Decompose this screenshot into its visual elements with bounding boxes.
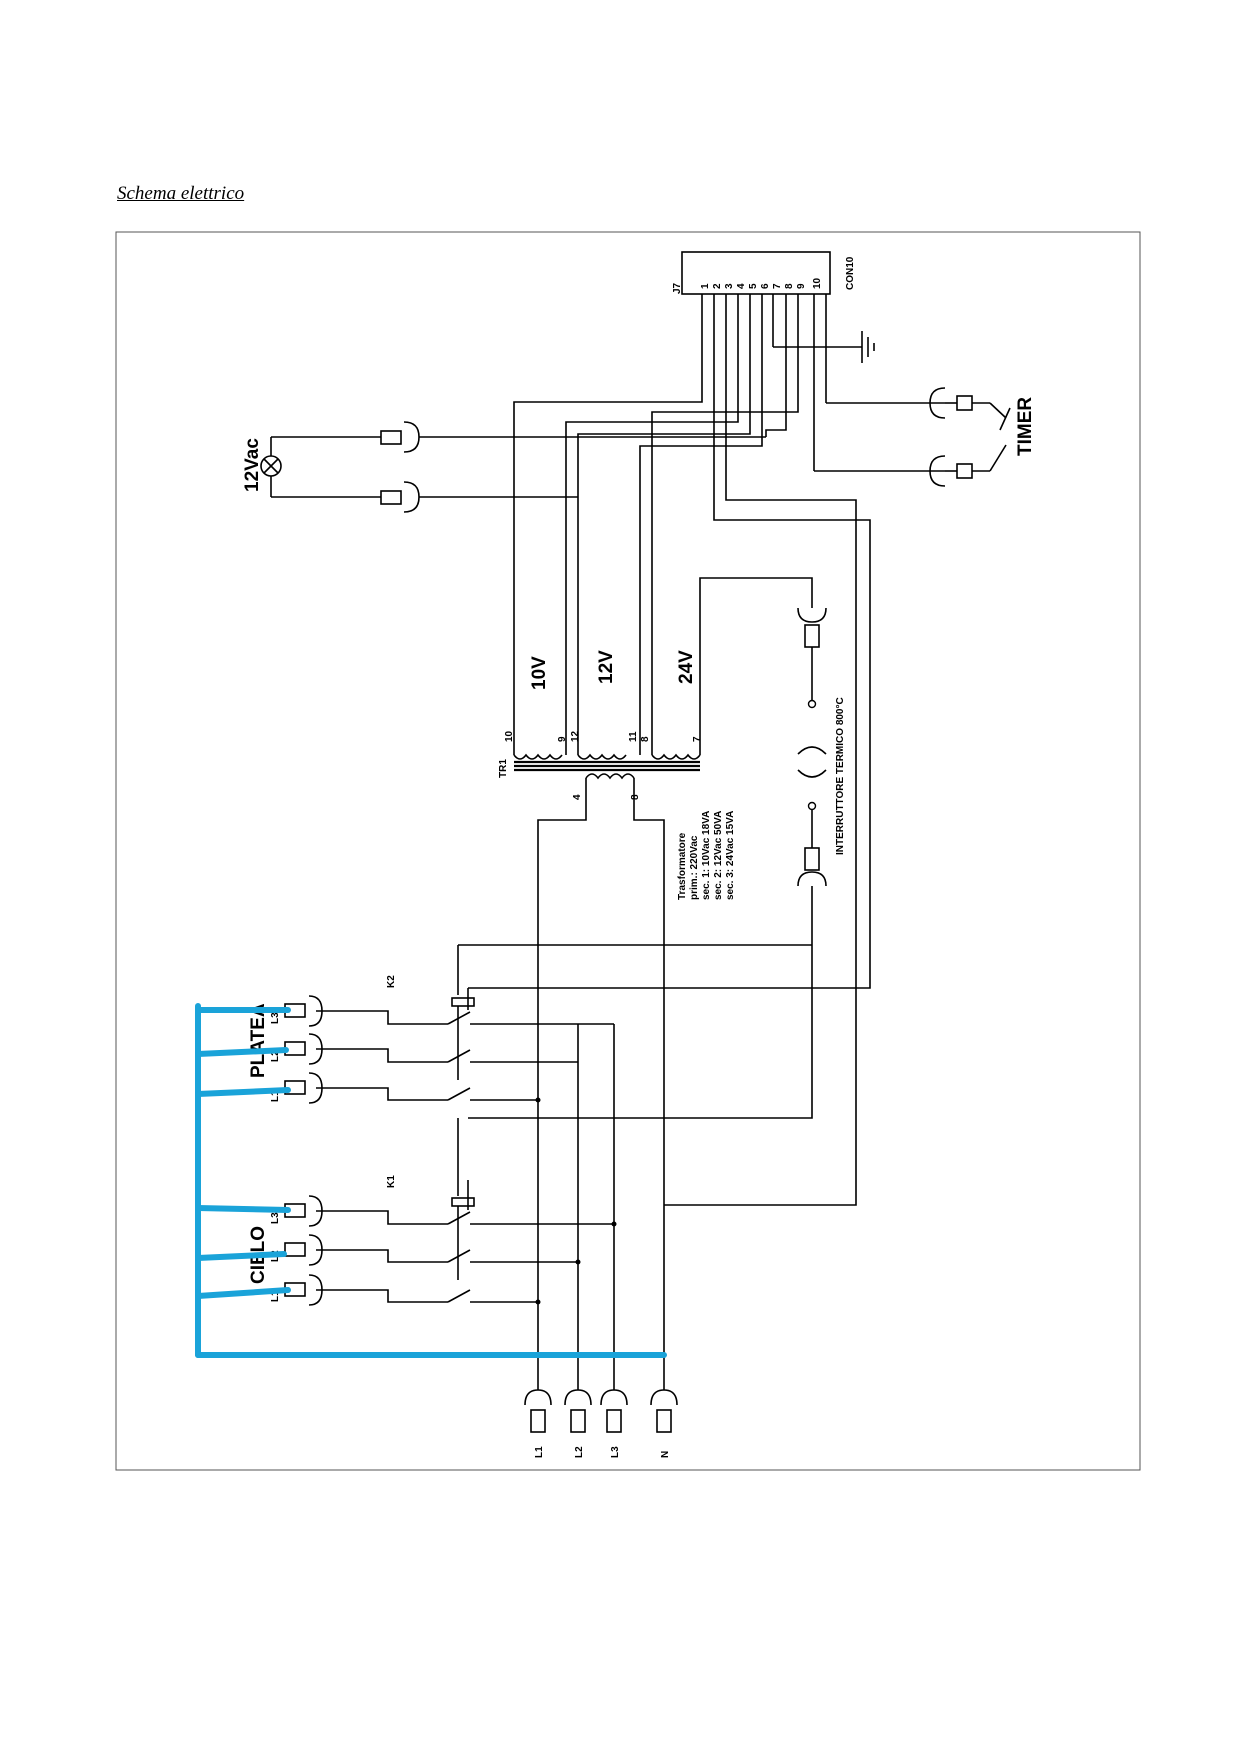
transformer-tr1: TR1 4 8 10 9 12 11 8 7 10V 12V 24V	[498, 577, 813, 1355]
diagram-frame	[115, 231, 1141, 1471]
spec-line: sec. 3: 24Vac 15VA	[725, 811, 736, 900]
load-label: L3	[270, 1012, 281, 1024]
connector-j7-label: J7	[672, 282, 683, 294]
mains-label: L2	[574, 1446, 585, 1458]
primary-pin-label: 8	[630, 794, 641, 800]
connector-wires	[468, 294, 871, 1206]
connector-j7: J7 CON10 1 2 3 4 5 6 7 8 9 10	[672, 251, 856, 295]
spec-line: prim.: 220Vac	[689, 835, 700, 900]
pin-label: 6	[760, 283, 771, 289]
timer-switch: TIMER	[813, 294, 1036, 487]
k1-label: K1	[386, 1175, 397, 1188]
ground-icon	[772, 294, 875, 363]
spec-line: Trasformatore	[677, 832, 688, 900]
pin-label: 10	[812, 277, 823, 289]
sec-pin-label: 12	[570, 730, 581, 742]
contactor-k2: K2 L3 L2 L1 PLATEA	[248, 945, 615, 1355]
thermal-switch: INTERRUTTORE TERMICO 800°C	[458, 607, 846, 1119]
contactor-k1: K1 L3 L2 L1 CIELO	[248, 1118, 617, 1306]
page-title: Schema elettrico	[117, 183, 245, 204]
pin-label: 1	[700, 283, 711, 289]
load-label: L2	[270, 1050, 281, 1062]
load-label: L1	[270, 1290, 281, 1302]
load-label: L1	[270, 1090, 281, 1102]
mains-label: N	[660, 1451, 671, 1458]
sec-pin-label: 11	[628, 731, 639, 742]
sec-pin-label: 8	[640, 736, 651, 742]
sec-12v-label: 12V	[596, 650, 617, 684]
spec-line: sec. 2: 12Vac 50VA	[713, 811, 724, 900]
neutral-overlay-blue	[195, 1003, 667, 1358]
pin-label: 8	[784, 283, 795, 289]
load-label: L3	[270, 1212, 281, 1224]
sec-24v-label: 24V	[676, 650, 697, 684]
sec-pin-label: 10	[504, 730, 515, 742]
pin-label: 9	[796, 283, 807, 289]
sec-pin-label: 9	[557, 736, 568, 742]
transformer-label: TR1	[498, 759, 509, 778]
primary-pin-label: 4	[572, 794, 583, 800]
spec-line: sec. 1: 10Vac 18VA	[701, 811, 712, 900]
lamp-label: 12Vac	[242, 438, 263, 492]
pin-label: 4	[736, 283, 747, 289]
sec-pin-label: 7	[692, 736, 703, 742]
timer-label: TIMER	[1015, 397, 1036, 456]
platea-label: PLATEA	[248, 1003, 269, 1078]
transformer-spec: Trasformatore prim.: 220Vac sec. 1: 10Va…	[677, 811, 736, 900]
connector-con10-label: CON10	[845, 256, 856, 290]
thermal-switch-label: INTERRUTTORE TERMICO 800°C	[835, 697, 846, 855]
pin-label: 3	[724, 283, 735, 289]
mains-label: L3	[610, 1446, 621, 1458]
pin-label: 5	[748, 283, 759, 289]
sec-10v-label: 10V	[529, 656, 550, 690]
k2-label: K2	[386, 975, 397, 988]
mains-connectors: L1 L2 L3 N	[524, 1355, 678, 1458]
lamp-12vac: 12Vac	[242, 421, 766, 513]
mains-label: L1	[534, 1446, 545, 1458]
pin-label: 2	[712, 283, 723, 289]
pin-label: 7	[772, 283, 783, 289]
